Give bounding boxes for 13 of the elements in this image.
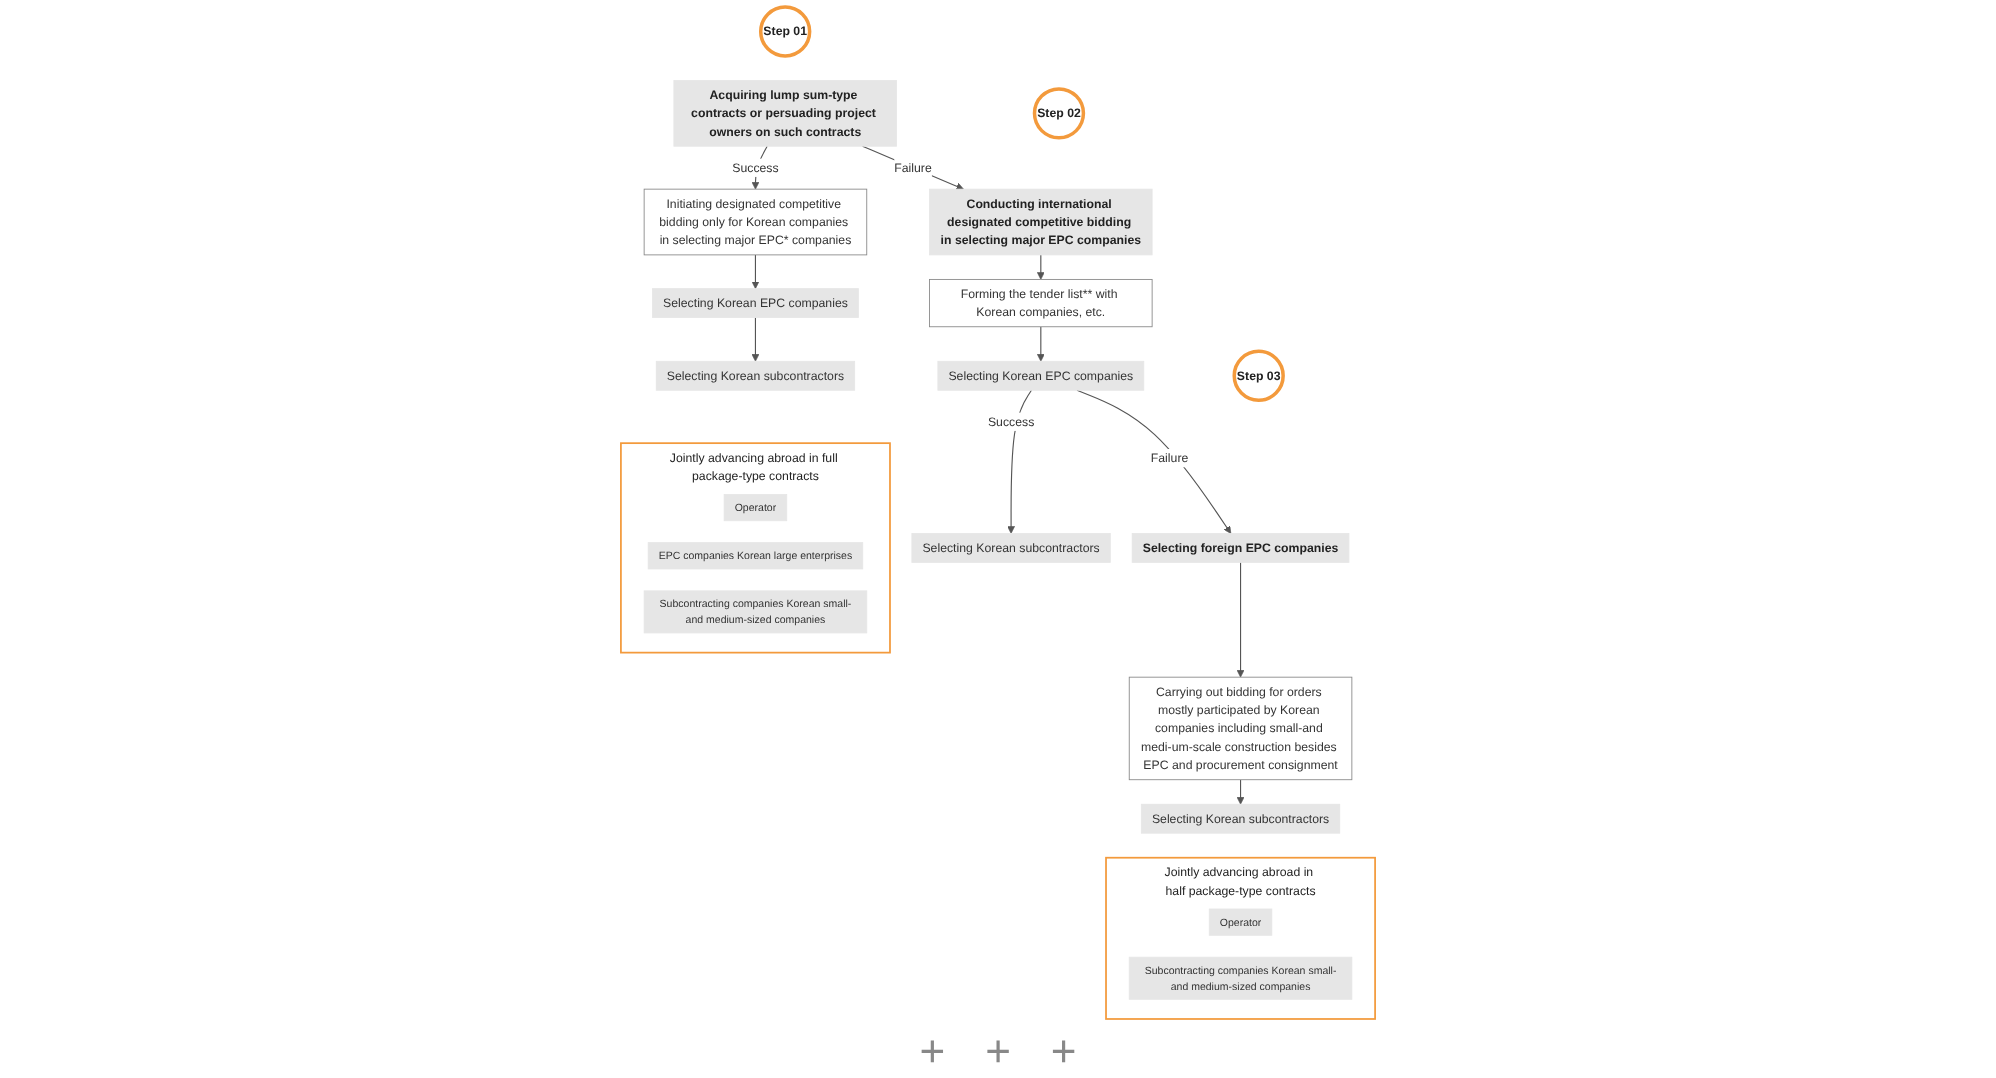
arrow	[1236, 561, 1245, 678]
arrow	[751, 254, 760, 289]
arrow	[1036, 326, 1045, 362]
arrow	[861, 145, 964, 190]
arrow	[1036, 254, 1045, 280]
plus-sign: +	[985, 1026, 1011, 1078]
arrow	[1007, 389, 1033, 534]
arrow	[751, 317, 760, 362]
plus-sign: +	[919, 1026, 946, 1078]
arrow	[751, 145, 768, 190]
arrow	[1236, 779, 1245, 805]
plus-sign: +	[1050, 1026, 1077, 1078]
arrow	[1076, 389, 1232, 534]
